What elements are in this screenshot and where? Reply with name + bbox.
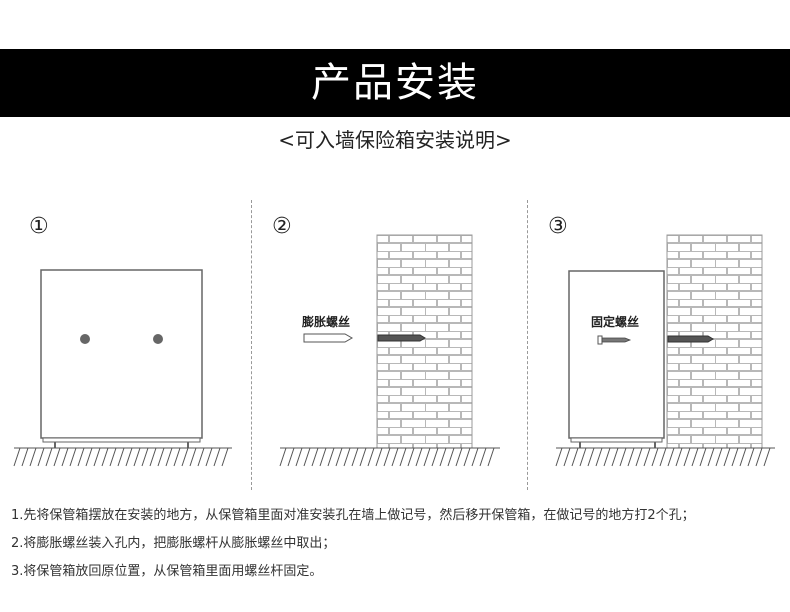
panel-divider-2 [527,200,528,490]
instruction-3: 3.将保管箱放回原位置，从保管箱里面用螺丝杆固定。 [11,564,323,579]
step-number-3: ③ [548,214,568,239]
floor-hatch-1 [13,447,232,467]
page-subtitle: <可入墙保险箱安装说明> [278,128,512,152]
page-title: 产品安装 [311,60,479,106]
title-banner: 产品安装 [0,49,790,117]
step-number-1: ① [29,214,49,239]
step-number-2: ② [272,214,292,239]
screw-in-wall [667,335,714,343]
fixing-screw-label: 固定螺丝 [591,315,640,329]
expansion-bolt-icon [303,333,354,343]
panel-divider-1 [251,200,252,490]
mounting-hole-left [80,334,90,344]
instruction-1: 1.先将保管箱摆放在安装的地方，从保管箱里面对准安装孔在墙上做记号，然后移开保管… [11,508,695,523]
mounting-hole-right [153,334,163,344]
floor-hatch-3 [555,447,775,467]
floor-hatch-2 [279,447,500,467]
instruction-2: 2.将膨胀螺丝装入孔内，把膨胀螺杆从膨胀螺丝中取出； [11,536,336,551]
safe-front-view [40,269,203,448]
safe-side-view [568,270,665,448]
fixing-screw-icon [597,335,632,345]
bolt-in-wall [377,334,426,342]
expansion-bolt-label: 膨胀螺丝 [302,315,351,329]
